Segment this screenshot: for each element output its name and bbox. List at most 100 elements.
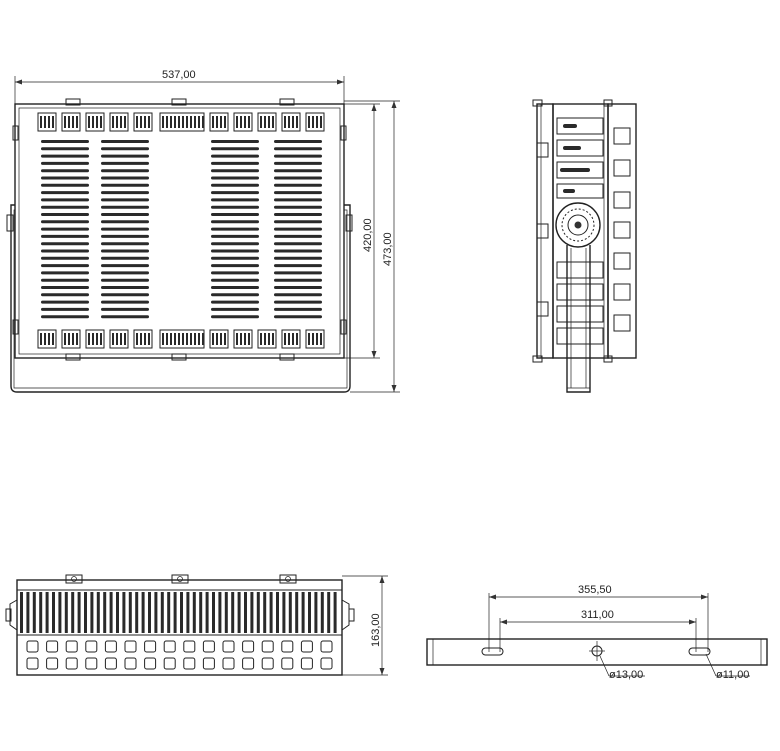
vent-slot (211, 169, 259, 173)
fin-line (236, 333, 238, 345)
bracket-bar (426, 638, 768, 666)
vent-slot (211, 154, 259, 158)
bottom-fin (256, 592, 260, 633)
vent-slot (274, 205, 322, 209)
fin-line (268, 116, 270, 128)
fin-block (109, 329, 129, 349)
fin-line (140, 333, 142, 345)
total-height-dimension: 473,00 (344, 100, 400, 393)
bottom-fin (231, 592, 235, 633)
outer-span-dimension: 355,50 (488, 584, 709, 652)
fin-line (48, 116, 50, 128)
fin-line (186, 116, 188, 128)
heatsink-box (613, 283, 631, 301)
fin-line (120, 116, 122, 128)
right-mount-slot (688, 647, 711, 656)
bottom-fin (64, 592, 68, 633)
fin-block (37, 112, 57, 132)
vent-slot (274, 293, 322, 297)
fin-line (244, 333, 246, 345)
bottom-fin (135, 592, 139, 633)
fin-block (233, 112, 253, 132)
fin-line (44, 333, 46, 345)
vent-slot (101, 300, 149, 304)
vent-slot (41, 227, 89, 231)
fin-line (64, 116, 66, 128)
bottom-fin-blocks (37, 329, 325, 349)
lens-tile (183, 640, 196, 653)
vent-slot (41, 147, 89, 151)
vent-slot (211, 140, 259, 143)
vent-slot (101, 278, 149, 282)
bottom-fin (160, 592, 164, 633)
heatsink-box (613, 159, 631, 177)
vent-slot (274, 169, 322, 173)
vent-slot (41, 198, 89, 202)
vent-slot (41, 242, 89, 246)
lens-tile (320, 640, 333, 653)
vent-slot (41, 191, 89, 195)
fin-line (162, 116, 164, 128)
fin-line (72, 333, 74, 345)
fin-line (88, 333, 90, 345)
lens-tile (300, 640, 313, 653)
bottom-view: 163,00 (5, 574, 388, 676)
lens-tile (65, 657, 78, 670)
vent-slot (274, 278, 322, 282)
fin-block (209, 112, 229, 132)
vent-slot (41, 264, 89, 268)
fin-line (240, 333, 242, 345)
vent-slot (41, 256, 89, 260)
fin-line (148, 333, 150, 345)
vent-slot (211, 191, 259, 195)
fin-line (198, 333, 200, 345)
fin-line (136, 116, 138, 128)
fin-line (212, 116, 214, 128)
vent-slot (274, 198, 322, 202)
fin-line (52, 116, 54, 128)
bottom-fin (167, 592, 171, 633)
fin-line (320, 333, 322, 345)
vent-slot (41, 300, 89, 304)
fin-line (92, 333, 94, 345)
fin-block (37, 329, 57, 349)
vent-slot (211, 234, 259, 238)
bottom-fin (250, 592, 254, 633)
fin-line (296, 333, 298, 345)
vent-slot (274, 191, 322, 195)
bottom-fin (84, 592, 87, 633)
lens-tile (46, 640, 59, 653)
lens-tile (46, 657, 59, 670)
vent-slot (41, 286, 89, 289)
lens-tile (124, 640, 137, 653)
bottom-fin (122, 592, 126, 633)
fin-line (272, 333, 274, 345)
fin-line (170, 333, 172, 345)
fin-line (140, 116, 142, 128)
fin-line (264, 116, 266, 128)
vent-slot (211, 227, 259, 231)
bottom-fin (20, 592, 23, 633)
fin-line (260, 116, 262, 128)
heatsink-box (613, 314, 631, 332)
heatsink-fins (613, 127, 631, 332)
fin-block (281, 329, 301, 349)
inner-span-dimension: 311,00 (499, 609, 697, 652)
bottom-fin (320, 592, 324, 633)
lens-tile (26, 640, 39, 653)
vent-slot (211, 198, 259, 202)
bottom-fins (20, 592, 337, 633)
fin-line (194, 116, 196, 128)
center-hole-label: ø13,00 (609, 669, 643, 681)
fin-line (144, 116, 146, 128)
fin-line (44, 116, 46, 128)
vent-slot (211, 242, 259, 246)
bottom-fin (71, 592, 75, 633)
center-hole (589, 641, 605, 661)
vent-slot (274, 213, 322, 216)
fin-line (288, 116, 290, 128)
vent-slot (274, 264, 322, 268)
vent-slot (274, 234, 322, 238)
fin-line (144, 333, 146, 345)
fin-line (170, 116, 172, 128)
